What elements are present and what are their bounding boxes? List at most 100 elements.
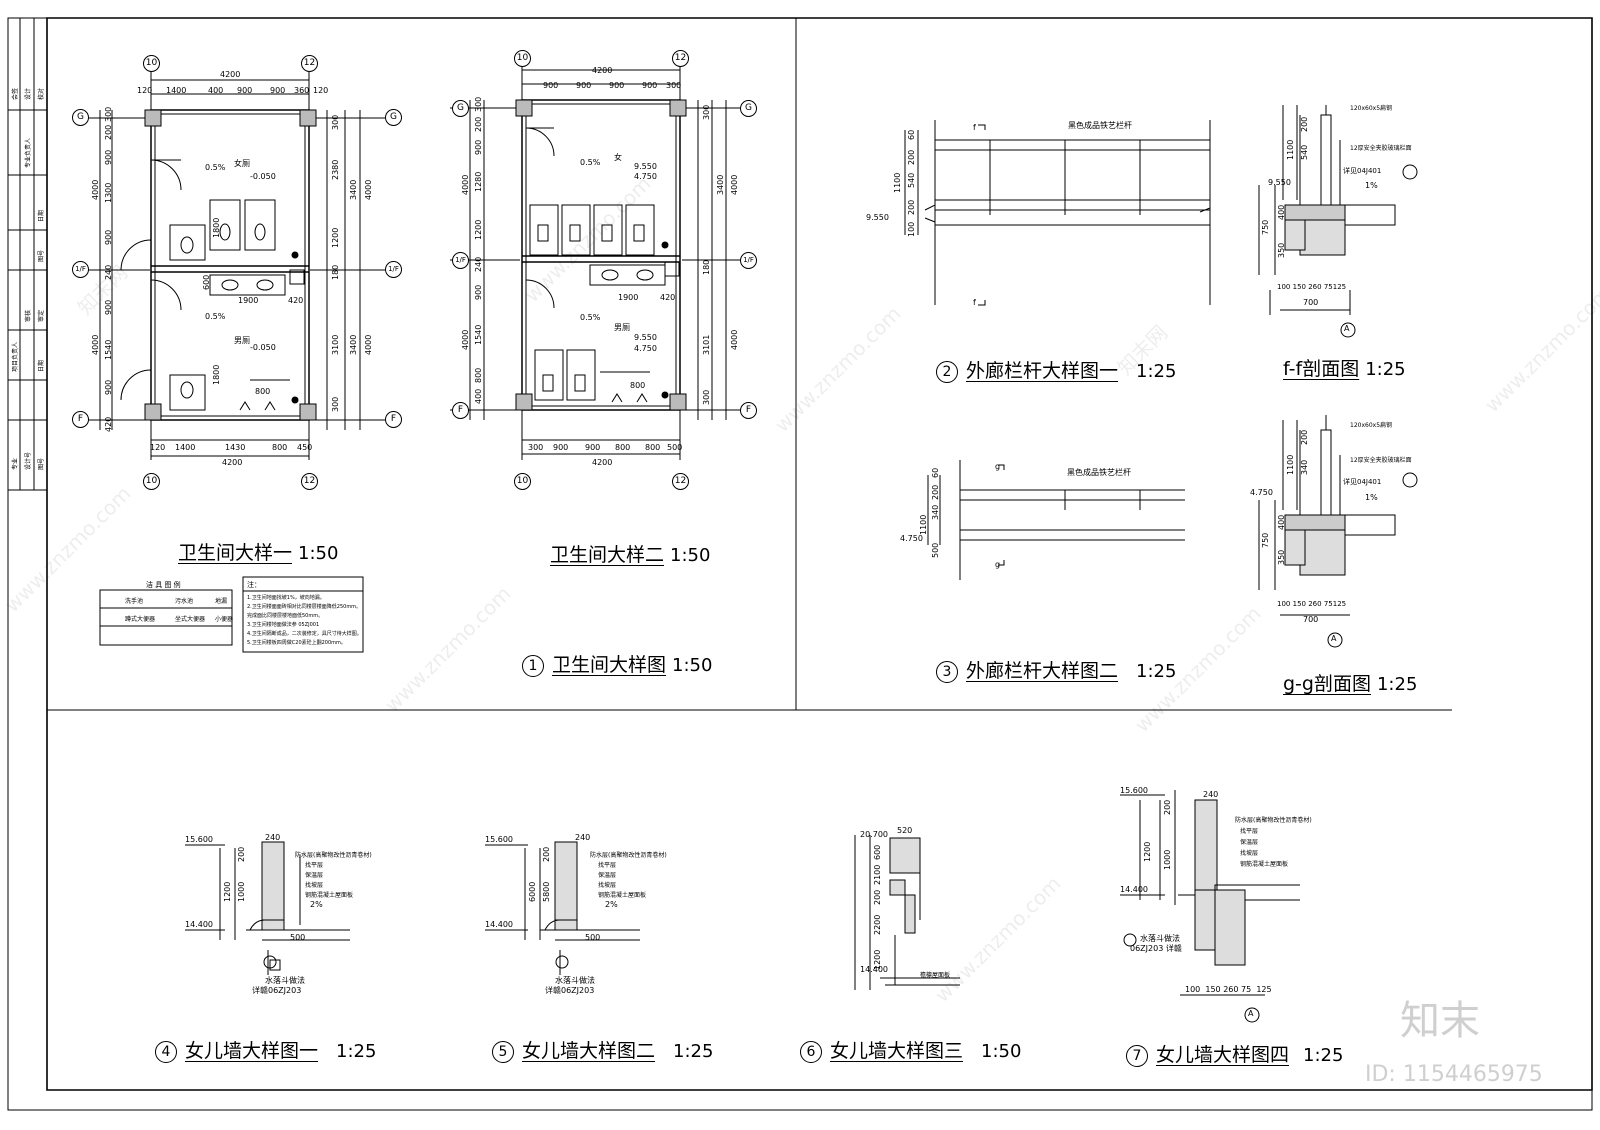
railing2-dim: 200 [931, 484, 940, 500]
axis2-F-left: F [452, 402, 469, 419]
sectionf-vdim: 400 [1277, 204, 1286, 220]
axis-F-right: F [385, 411, 402, 428]
plan1-right-total: 3400 [349, 334, 358, 355]
plan2-top-total: 4200 [592, 66, 613, 75]
plan1-slope: 0.5% [205, 312, 226, 321]
railing1-section-bottom: f [973, 298, 976, 307]
parapet4-bottom-level: 14.400 [1120, 885, 1148, 894]
plan1-top-dim: 400 [208, 86, 224, 95]
parapet3-top-level: 20.700 [860, 830, 888, 839]
parapet1-layer: 防水层(高聚物改性沥青卷材) [295, 852, 372, 859]
plan2-left-dim: 900 [474, 139, 483, 155]
sectiong-total: 700 [1303, 615, 1319, 624]
axis-1F-left: 1/F [72, 261, 89, 278]
plan2-right-total: 4000 [730, 174, 739, 195]
plan2-top-dim: 900 [642, 81, 658, 90]
railing2-dim: 500 [931, 542, 940, 558]
titleblock-cell: 图号 [38, 457, 45, 470]
parapet2-slope: 2% [605, 900, 618, 909]
legend-frame [100, 590, 232, 645]
plan1-left-dim: 1540 [104, 339, 113, 360]
plan2-bottom-dim: 800 [645, 443, 661, 452]
parapet1-ref2: 详赣06ZJ203 [252, 986, 302, 995]
railing1-dim: 60 [907, 129, 916, 140]
sectiong-slope: 1% [1365, 493, 1378, 502]
sectionf-vdim: 350 [1277, 242, 1286, 258]
axis2-12-top: 12 [672, 50, 689, 67]
parapet3-vdim: 1200 [873, 949, 882, 970]
plan2-right-total: 3400 [716, 174, 725, 195]
sectiong-level: 4.750 [1250, 488, 1273, 497]
railing1-label: 黑色成品铁艺栏杆 [1068, 121, 1132, 130]
parapet1-top-level: 15.600 [185, 835, 213, 844]
sectiong-vdim: 400 [1277, 514, 1286, 530]
plan1-bottom-dim: 1430 [225, 443, 246, 452]
axis2-G-right: G [740, 100, 757, 117]
parapet-detail-3 [855, 835, 960, 990]
legend-item: 地漏 [215, 598, 228, 605]
axis-G-left: G [72, 109, 89, 126]
legend-title: 洁 具 图 例 [146, 581, 181, 589]
plan2-bottom-dim: 500 [667, 443, 683, 452]
parapet1-layer: 钢筋混凝土屋面板 [305, 892, 354, 899]
plan2-bottom-total: 4200 [592, 458, 613, 467]
plan2-left-total: 4000 [461, 174, 470, 195]
railing2-total: 1100 [919, 514, 928, 535]
axis2-12-bottom: 12 [672, 473, 689, 490]
parapet2-layer: 找坡层 [598, 882, 617, 889]
toilet-plan-1 [80, 70, 385, 460]
parapet3-top-dim: 520 [897, 826, 913, 835]
plan2-left-dim: 900 [474, 284, 483, 300]
parapet2-layer: 钢筋混凝土屋面板 [598, 892, 647, 899]
parapet4-layer: 保温层 [1240, 839, 1259, 846]
plan1-top-dim: 900 [237, 86, 253, 95]
plan1-right-dim: 300 [331, 396, 340, 412]
plan1-left-dim: 200 [104, 124, 113, 140]
legend-item: 小便器 [215, 616, 234, 623]
sectionf-vdim: 1100 [1286, 139, 1295, 160]
plan1-left-dim: 300 [104, 106, 113, 122]
plan2-left-dim: 400 [474, 388, 483, 404]
parapet2-width: 500 [585, 933, 601, 942]
sectiong-vdim: 200 [1300, 429, 1309, 445]
plan2-male-label: 男厕 [614, 323, 630, 332]
parapet4-vdim: 200 [1163, 799, 1172, 815]
parapet1-vdim: 200 [237, 846, 246, 862]
plan2-bottom-dim: 300 [528, 443, 544, 452]
railing1-section-top: f [973, 123, 976, 132]
notes-line: 3.卫生间楼地面做法参 05ZJ001 [247, 622, 320, 628]
titleblock-cell: 设计号 [25, 451, 32, 470]
parapet1-layer: 找坡层 [305, 882, 324, 889]
plan1-top-dim: 360 [294, 86, 310, 95]
plan2-left-dim: 1200 [474, 219, 483, 240]
plan1-male-label: 男厕 [234, 336, 250, 345]
parapet3-vdim: 200 [873, 889, 882, 905]
parapet4-layer: 钢筋混凝土屋面板 [1240, 861, 1289, 868]
parapet4-layer: 找坡层 [1240, 850, 1259, 857]
plan1-right-dim: 300 [331, 114, 340, 130]
parapet1-vdim: 1000 [237, 881, 246, 902]
axis2-1F-left: 1/F [452, 252, 469, 269]
titleblock-cell: 校对 [38, 87, 45, 100]
parapet2-top-level: 15.600 [485, 835, 513, 844]
plan1-top-dim: 1400 [166, 86, 187, 95]
inner-frame [47, 18, 1592, 1090]
legend-item: 蹲式大便器 [125, 616, 156, 623]
plan2-slope: 0.5% [580, 158, 601, 167]
parapet2-top-dim: 240 [575, 833, 591, 842]
plan2-top-dim: 300 [666, 81, 682, 90]
railing2-dim: 60 [931, 467, 940, 478]
plan1-bottom-total: 4200 [222, 458, 243, 467]
sectiong-dims: 100 150 260 75125 [1277, 600, 1347, 608]
sectionf-vdim: 750 [1261, 219, 1270, 235]
legend-item: 洗手池 [125, 598, 144, 605]
parapet4-layer: 找平层 [1240, 828, 1259, 835]
notes-line: 4.卫生间隔断成品，二次装修定，具尺寸待大样图。 [247, 631, 362, 637]
notes-line: 完成面比同楼层楼地面低50mm。 [247, 613, 324, 619]
plan1-right-total: 4000 [364, 334, 373, 355]
